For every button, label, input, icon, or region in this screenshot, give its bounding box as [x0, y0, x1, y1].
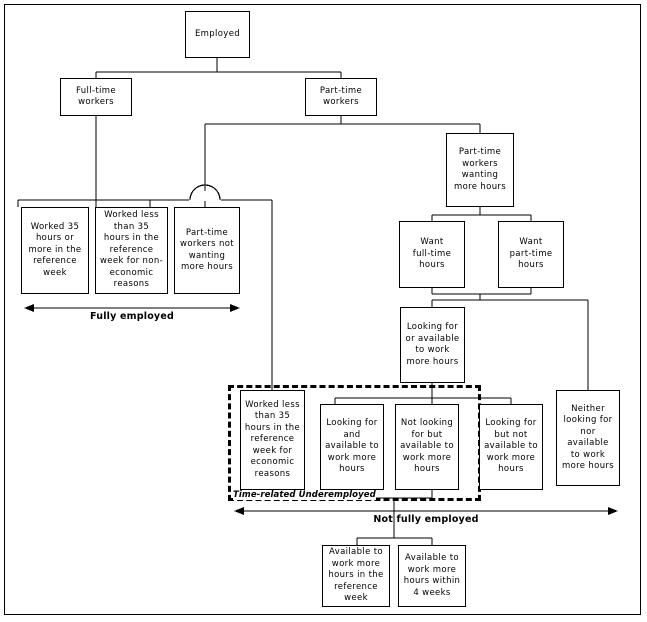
fully-employed-span-label: Fully employed: [90, 311, 174, 322]
node-employed-label: Employed: [194, 28, 241, 39]
node-employed[interactable]: Employed: [185, 11, 250, 58]
time-related-underemployed-label: Time-related Underemployed: [233, 490, 376, 500]
not-fully-employed-span-label: Not fully employed: [373, 514, 479, 525]
diagram-border: [4, 4, 641, 615]
